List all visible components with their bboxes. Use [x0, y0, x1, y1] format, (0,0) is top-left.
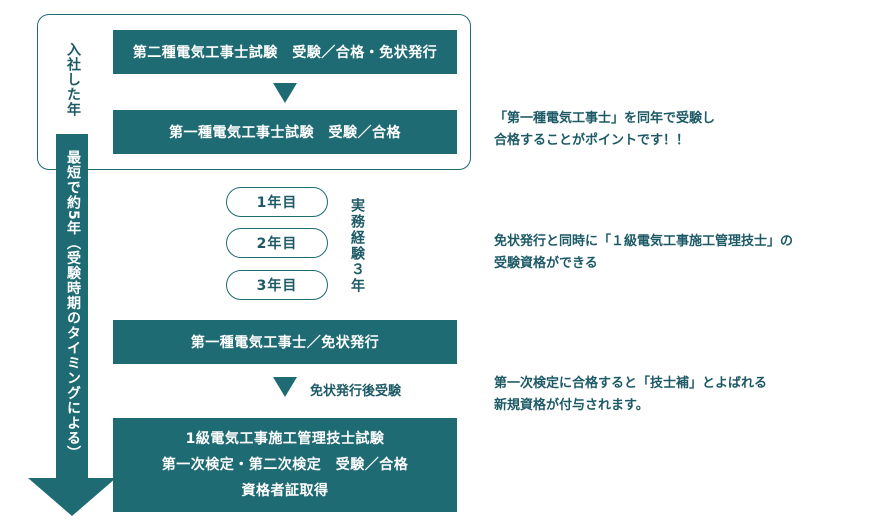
timeline-bar-top [56, 36, 88, 134]
first-year-label: 入社した年 [65, 42, 81, 117]
after-license-label: 免状発行後受験 [310, 384, 402, 399]
step4-line2: 第一次検定・第二次検定 受験／合格 [161, 457, 409, 473]
timeline-arrow-icon [28, 478, 116, 516]
overall-duration-label: 最短で約5年（受験時期のタイミングによる） [65, 150, 81, 461]
down-arrow-icon [273, 83, 297, 103]
experience-year-2: 2年目 [226, 228, 328, 258]
first-year-bracket [37, 14, 471, 170]
step-second-class-exam: 第二種電気工事士試験 受験／合格・免状発行 [113, 30, 457, 74]
step-construction-manager-exam: 1級電気工事施工管理技士試験 第一次検定・第二次検定 受験／合格 資格者証取得 [113, 418, 457, 512]
note-first-class-same-year: 「第一種電気工事士」を同年で受験し 合格することがポイントです！！ [494, 111, 716, 148]
note-eligibility: 免状発行と同時に「１級電気工事施工管理技士」の 受験資格ができる [494, 234, 794, 271]
step4-line3: 資格者証取得 [241, 483, 329, 499]
experience-label: 実務経験３年 [349, 198, 365, 294]
note-assistant-engineer: 第一次検定に合格すると「技士補」とよばれる 新規資格が付与されます。 [494, 376, 768, 413]
down-arrow-icon-2 [273, 377, 297, 397]
experience-year-1: 1年目 [226, 187, 328, 217]
step-first-class-exam: 第一種電気工事士試験 受験／合格 [113, 110, 457, 154]
step4-line1: 1級電気工事施工管理技士試験 [185, 431, 385, 447]
step-first-class-license: 第一種電気工事士／免状発行 [113, 320, 457, 364]
experience-year-3: 3年目 [226, 270, 328, 300]
